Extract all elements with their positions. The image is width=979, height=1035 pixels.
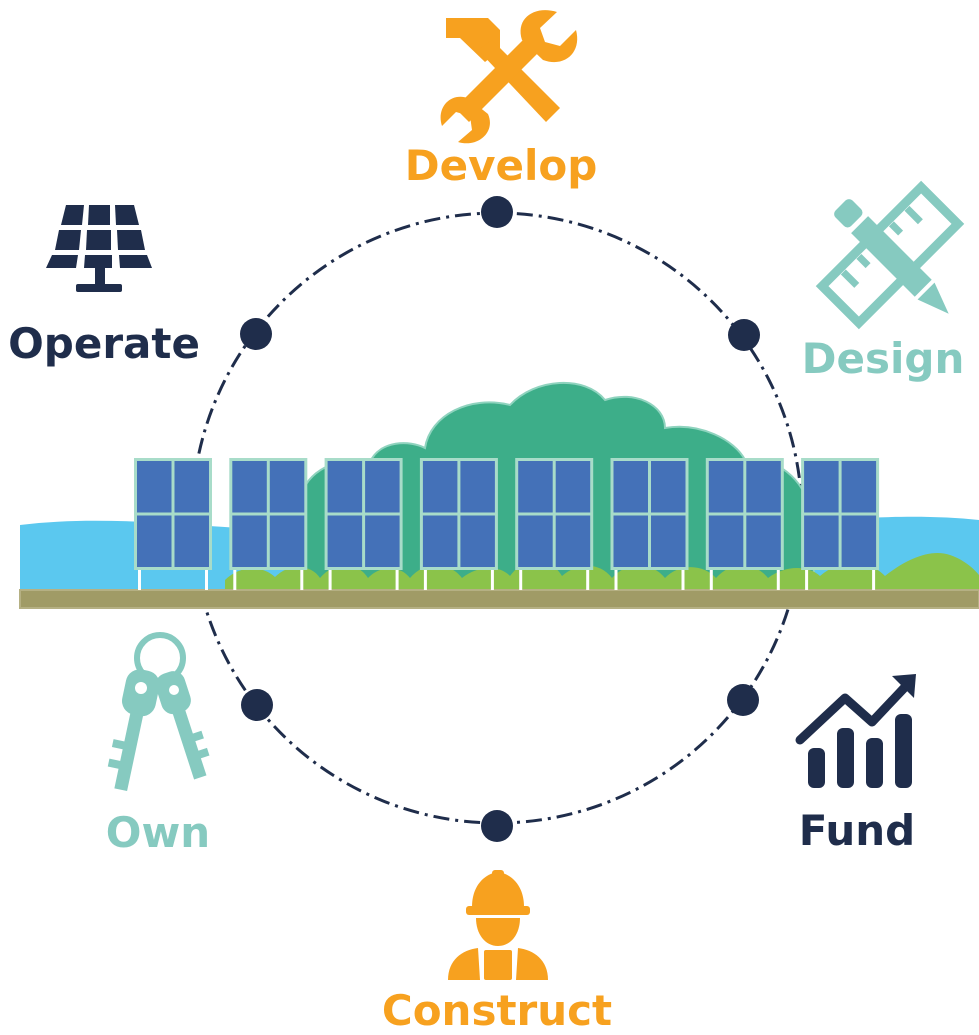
milestone-dot-develop bbox=[481, 196, 513, 228]
solar-panel bbox=[705, 458, 784, 590]
stage-label-design: Design bbox=[801, 334, 965, 383]
panel-cell bbox=[708, 461, 744, 513]
panel-leg bbox=[681, 570, 685, 590]
panel-leg bbox=[490, 570, 494, 590]
stage-label-operate: Operate bbox=[8, 319, 200, 368]
panel-cell bbox=[518, 461, 553, 513]
solar-array bbox=[134, 458, 880, 590]
milestone-dot-construct bbox=[481, 810, 513, 842]
panel-cell bbox=[841, 515, 877, 567]
panel-leg bbox=[423, 570, 427, 590]
panel-leg bbox=[300, 570, 304, 590]
milestone-dot-design bbox=[728, 319, 760, 351]
rising-bar-chart-icon bbox=[795, 674, 916, 788]
panel-leg bbox=[614, 570, 618, 590]
panel-cell bbox=[555, 515, 591, 567]
solar-panel bbox=[324, 458, 403, 590]
panel-cell bbox=[651, 515, 686, 567]
ground-strip bbox=[19, 589, 979, 609]
panel-cell bbox=[365, 461, 400, 513]
panel-leg bbox=[519, 570, 523, 590]
panel-cell bbox=[137, 461, 172, 513]
panel-cell bbox=[613, 461, 648, 513]
panel-leg bbox=[205, 570, 208, 590]
panel-cell bbox=[269, 515, 305, 567]
panel-leg bbox=[586, 570, 590, 590]
panel-leg bbox=[233, 570, 237, 590]
panel-leg bbox=[872, 570, 876, 590]
panel-cell bbox=[555, 461, 591, 513]
solar-panel bbox=[134, 458, 212, 590]
stage-label-own: Own bbox=[105, 808, 211, 857]
panel-cell bbox=[460, 515, 495, 567]
hammer-wrench-icon bbox=[440, 10, 578, 144]
construction-worker-icon bbox=[448, 870, 548, 980]
panel-cell bbox=[613, 515, 648, 567]
ruler-pencil-icon bbox=[815, 180, 965, 330]
panel-leg bbox=[805, 570, 809, 590]
milestone-dot-fund bbox=[727, 684, 759, 716]
panel-cell bbox=[174, 515, 209, 567]
panel-cell bbox=[269, 461, 305, 513]
keys-icon bbox=[107, 632, 210, 792]
panel-leg bbox=[395, 570, 399, 590]
panel-cell bbox=[327, 461, 363, 513]
panel-cell bbox=[232, 515, 267, 567]
panel-cell bbox=[174, 461, 209, 513]
panel-cell bbox=[708, 515, 744, 567]
solar-panel bbox=[419, 458, 498, 590]
solar-panel-icon bbox=[46, 205, 152, 292]
panel-cell bbox=[804, 461, 839, 513]
stage-label-fund: Fund bbox=[798, 806, 916, 855]
stage-label-construct: Construct bbox=[381, 986, 613, 1035]
panel-cell bbox=[841, 461, 877, 513]
panel-cell bbox=[137, 515, 172, 567]
panel-cell bbox=[365, 515, 400, 567]
stage-label-develop: Develop bbox=[404, 141, 598, 190]
solar-panel bbox=[801, 458, 880, 590]
panel-leg bbox=[776, 570, 780, 590]
panel-leg bbox=[138, 570, 141, 590]
panel-leg bbox=[328, 570, 332, 590]
panel-leg bbox=[709, 570, 713, 590]
panel-cell bbox=[651, 461, 686, 513]
milestone-dot-own bbox=[241, 689, 273, 721]
panel-cell bbox=[746, 461, 781, 513]
panel-cell bbox=[327, 515, 363, 567]
panel-cell bbox=[422, 515, 458, 567]
grass-bushes bbox=[225, 552, 979, 592]
panel-cell bbox=[746, 515, 781, 567]
panel-cell bbox=[460, 461, 495, 513]
panel-cell bbox=[422, 461, 458, 513]
panel-cell bbox=[518, 515, 553, 567]
panel-cell bbox=[804, 515, 839, 567]
milestone-dot-operate bbox=[240, 318, 272, 350]
solar-panel bbox=[515, 458, 594, 590]
solar-panel bbox=[610, 458, 689, 590]
panel-cell bbox=[232, 461, 267, 513]
solar-panel bbox=[229, 458, 308, 590]
